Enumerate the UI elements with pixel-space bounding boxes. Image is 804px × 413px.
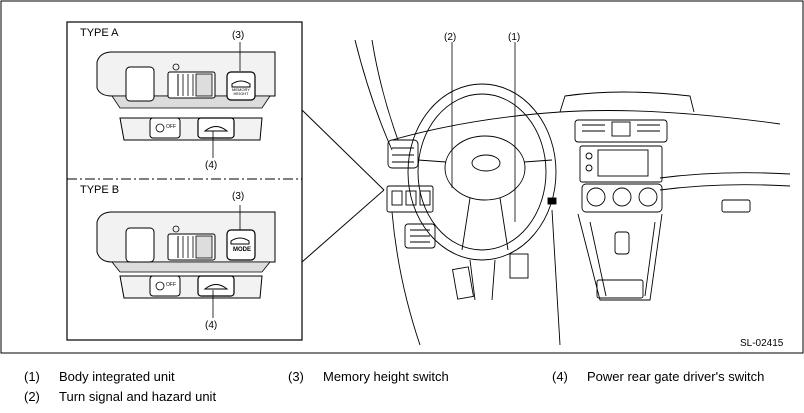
rear-gate-switch-a <box>197 117 235 139</box>
rear-gate-button-icon-a <box>203 126 229 132</box>
off-button-text-b: OFF <box>166 282 176 288</box>
hazard-button <box>611 121 631 137</box>
steering-emblem <box>471 154 501 172</box>
audio-unit <box>579 145 663 183</box>
steering-wheel <box>407 83 557 261</box>
type-a-label: TYPE A <box>80 27 119 39</box>
inset-panel-frame <box>66 21 303 341</box>
callout-type-a-3: (3) <box>232 30 245 41</box>
blank-switch-a <box>125 66 155 102</box>
callout-type-b-4: (4) <box>205 320 218 331</box>
rear-gate-icon-b <box>230 237 250 245</box>
climate-dial-left <box>586 187 606 207</box>
rear-gate-switch-b <box>197 275 235 297</box>
zoom-connector-bottom <box>301 189 385 263</box>
legend-label-1: Body integrated unit <box>59 369 175 384</box>
instrument-panel-diagram: TYPE A TYPE B (3) (4) (3) (4) (2) (1) ME… <box>0 0 804 354</box>
legend-number-3: (3) <box>288 369 304 384</box>
left-vent <box>387 139 419 169</box>
dashboard-drawing <box>354 39 791 346</box>
memory-height-button-text-a: MEMORY HEIGHT <box>232 87 250 96</box>
brake-pedal <box>451 266 475 300</box>
zoom-connector-top <box>301 109 385 191</box>
legend-number-2: (2) <box>24 389 40 404</box>
a-pillar <box>354 39 393 151</box>
callout-type-b-3: (3) <box>232 191 245 202</box>
shift-knob <box>614 231 630 255</box>
mode-button-text-b: MODE <box>233 247 251 253</box>
legend-number-4: (4) <box>552 369 568 384</box>
figure-id: SL-02415 <box>740 338 784 349</box>
type-b-switch-panel <box>96 205 276 318</box>
glovebox-handle <box>721 199 751 213</box>
diagram-svg <box>0 0 804 354</box>
vdc-icon-a <box>155 123 165 133</box>
dimmer-icon-a <box>172 63 180 71</box>
shift-gate <box>596 279 644 299</box>
legend-label-4: Power rear gate driver's switch <box>587 369 765 384</box>
blank-switch-b <box>125 227 155 263</box>
memory-height-switch-a <box>226 71 256 101</box>
vdc-icon-b <box>155 281 165 291</box>
callout-type-a-4: (4) <box>205 160 218 171</box>
callout-dash-2: (2) <box>444 32 457 43</box>
body-integrated-switch-cluster <box>386 185 434 213</box>
type-a-switch-panel <box>96 42 276 158</box>
dimmer-icon-b <box>172 225 180 233</box>
rear-gate-icon-a <box>231 80 251 88</box>
legend-label-3: Memory height switch <box>323 369 449 384</box>
accelerator-pedal <box>509 253 529 279</box>
off-button-text-a: OFF <box>166 124 176 130</box>
callout-dash-1: (1) <box>508 32 521 43</box>
steering-hub <box>444 135 526 201</box>
climate-panel <box>581 183 663 213</box>
figure-border <box>0 0 804 354</box>
legend-label-2: Turn signal and hazard unit <box>59 389 217 404</box>
climate-dial-right <box>638 187 658 207</box>
vdc-off-switch-a <box>149 117 181 139</box>
vdc-off-switch-b <box>149 275 181 297</box>
climate-dial-center <box>612 187 632 207</box>
rear-gate-button-icon-b <box>203 284 229 290</box>
memory-height-switch-b <box>226 229 256 261</box>
center-vents <box>574 119 668 143</box>
type-b-label: TYPE B <box>80 184 120 196</box>
legend-number-1: (1) <box>24 369 40 384</box>
